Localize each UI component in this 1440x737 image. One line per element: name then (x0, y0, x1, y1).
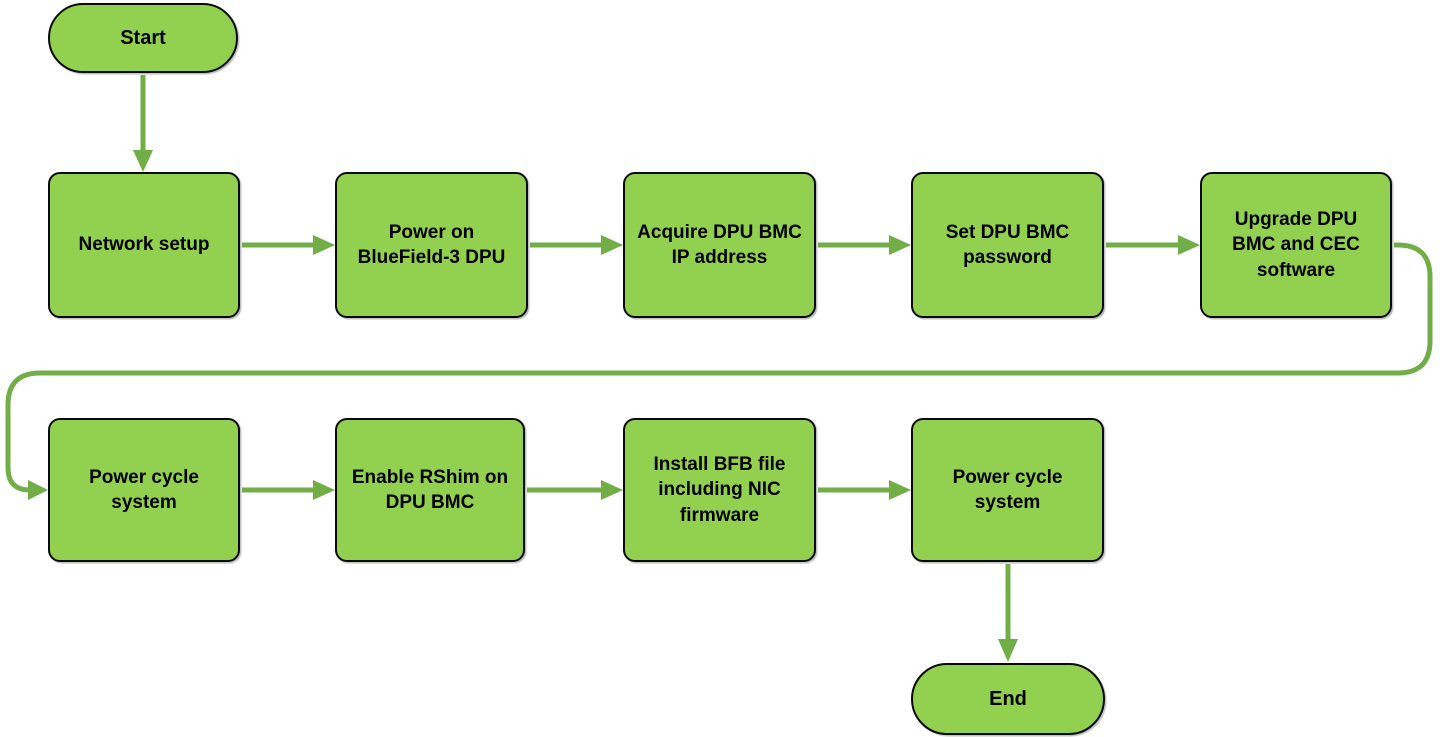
edge-network-setup-to-power-on-dpu (242, 235, 335, 255)
node-install-bfb: Install BFB file including NIC firmware (623, 418, 816, 562)
node-install-bfb-label: Install BFB file including NIC firmware (653, 454, 786, 526)
edge-start-to-network-setup (133, 75, 153, 172)
node-upgrade-sw-label: Upgrade DPU BMC and CEC software (1232, 209, 1360, 281)
node-set-password-label: Set DPU BMC password (945, 221, 1070, 268)
node-network-setup: Network setup (48, 172, 240, 318)
node-end: End (911, 663, 1105, 735)
node-set-password: Set DPU BMC password (911, 172, 1104, 318)
node-power-on-dpu-label: Power on BlueField-3 DPU (357, 221, 506, 268)
edge-set-password-to-upgrade-sw (1106, 235, 1200, 255)
node-start: Start (48, 3, 238, 73)
node-power-cycle-2-label: Power cycle system (952, 466, 1063, 513)
edge-power-cycle-1-to-enable-rshim (242, 480, 335, 500)
node-power-cycle-1: Power cycle system (48, 418, 240, 562)
node-acquire-ip: Acquire DPU BMC IP address (623, 172, 816, 318)
node-acquire-ip-label: Acquire DPU BMC IP address (637, 221, 802, 268)
edge-acquire-ip-to-set-password (818, 235, 911, 255)
node-power-cycle-2: Power cycle system (911, 418, 1104, 562)
node-power-cycle-1-label: Power cycle system (89, 466, 199, 513)
edge-power-on-dpu-to-acquire-ip (530, 235, 623, 255)
node-network-setup-label: Network setup (78, 234, 210, 256)
edge-install-bfb-to-power-cycle-2 (818, 480, 911, 500)
edge-enable-rshim-to-install-bfb (527, 480, 623, 500)
node-power-on-dpu: Power on BlueField-3 DPU (335, 172, 528, 318)
node-end-label: End (989, 687, 1027, 710)
edge-upgrade-sw-to-power-cycle-1 (5, 242, 1433, 500)
edge-power-cycle-2-to-end (998, 564, 1018, 662)
node-start-label: Start (120, 26, 166, 49)
node-enable-rshim: Enable RShim on DPU BMC (335, 418, 525, 562)
node-upgrade-sw: Upgrade DPU BMC and CEC software (1200, 172, 1392, 318)
node-enable-rshim-label: Enable RShim on DPU BMC (351, 466, 509, 513)
